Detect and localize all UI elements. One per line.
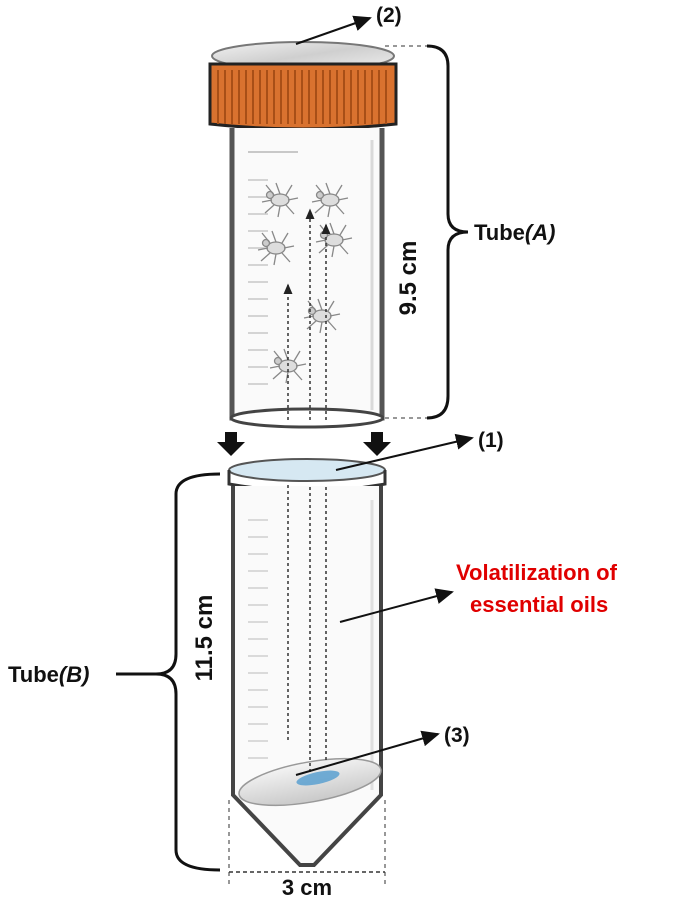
callout-arrow-volatilization (339, 588, 454, 623)
tube-a-graduations (248, 151, 298, 385)
insects (257, 182, 353, 384)
tube-a-vapor-arrows (283, 208, 331, 420)
tube-b-label-prefix: Tube (8, 662, 59, 687)
callout-arrow-3 (295, 730, 440, 776)
tube-b (227, 458, 387, 867)
height-a-label: 9.5 cm (395, 241, 422, 316)
width-label: 3 cm (282, 875, 332, 900)
height-b-label: 11.5 cm (191, 595, 218, 682)
tube-b-label: Tube(B) (8, 662, 89, 687)
tube-b-body (231, 486, 383, 867)
insect-icon (261, 182, 299, 218)
tube-b-graduations (248, 519, 268, 759)
callout-label-2: (2) (376, 4, 402, 27)
callout-label-1: (1) (478, 429, 504, 452)
insect-icon (257, 230, 295, 266)
width-dimension (228, 800, 386, 886)
tube-a-cap (208, 62, 398, 131)
insect-icon (311, 182, 349, 218)
callout-label-3: (3) (444, 724, 470, 747)
oil-drop (296, 770, 340, 786)
insect-icon (303, 298, 341, 334)
tube-a-rim (229, 407, 385, 429)
tube-b-label-letter: (B) (59, 662, 90, 687)
tube-a (208, 41, 398, 429)
volatilization-label-line2: essential oils (470, 592, 608, 617)
callout-arrow-1 (335, 433, 474, 471)
tube-b-vapor-lines (287, 484, 327, 772)
tube-a-bracket (426, 44, 469, 420)
tube-b-lid (228, 458, 386, 482)
tube-a-label-letter: (A) (525, 220, 556, 245)
tube-a-body (229, 128, 385, 421)
tube-a-label: Tube(A) (474, 220, 555, 245)
down-arrow-icon (217, 432, 391, 456)
callout-arrow-2 (295, 15, 372, 45)
volatilization-label-line1: Volatilization of (456, 560, 618, 585)
tube-a-label-prefix: Tube (474, 220, 525, 245)
